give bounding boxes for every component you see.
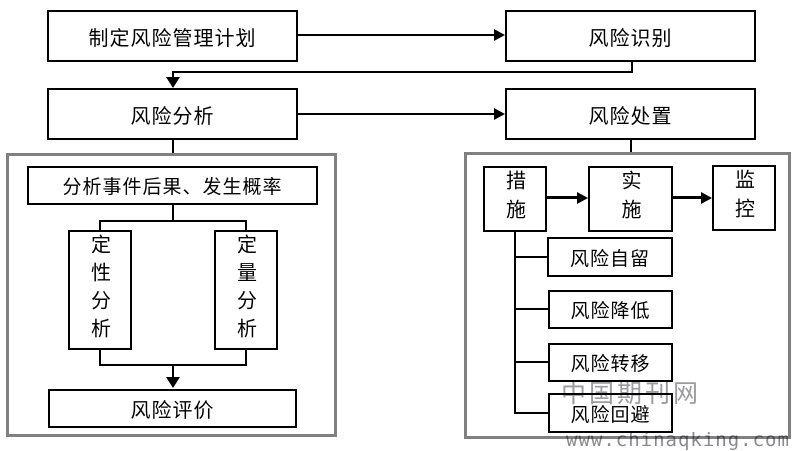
- node-avoid-label: 风险回避: [570, 403, 651, 426]
- connector-branch-reduce: [514, 308, 548, 310]
- node-analyze-label: 风险分析: [130, 103, 215, 128]
- node-treat-label: 风险处置: [588, 103, 673, 128]
- connector-implement-monitor: [673, 196, 702, 199]
- arrowhead-right-icon: [701, 192, 712, 204]
- connector-merge-stem: [172, 364, 174, 378]
- arrowhead-down-icon: [166, 377, 180, 388]
- node-implement-label: 实施: [618, 170, 642, 228]
- node-plan: 制定风险管理计划: [47, 10, 298, 62]
- node-reduce-label: 风险降低: [570, 300, 651, 322]
- node-reduce: 风险降低: [548, 290, 673, 329]
- node-monitor: 监控: [712, 165, 776, 231]
- arrowhead-down-icon: [166, 77, 180, 88]
- connector-plan-identify: [298, 34, 495, 36]
- arrowhead-right-icon: [494, 108, 505, 120]
- node-measures-label: 措施: [502, 170, 527, 228]
- connector-analyze-treat: [298, 113, 495, 115]
- node-consequence: 分析事件后果、发生概率: [27, 166, 318, 205]
- connector-measures-spine: [514, 232, 516, 414]
- node-evaluate: 风险评价: [48, 389, 297, 428]
- connector-quantitative-merge: [245, 350, 247, 366]
- connector-branch-right-drop: [245, 220, 247, 231]
- node-retain-label: 风险自留: [569, 247, 650, 270]
- node-implement: 实施: [588, 166, 673, 232]
- connector-branch-left-drop: [99, 220, 101, 231]
- node-plan-label: 制定风险管理计划: [88, 25, 257, 50]
- node-consequence-label: 分析事件后果、发生概率: [62, 176, 283, 198]
- node-treat: 风险处置: [505, 88, 756, 140]
- node-quantitative: 定量分析: [214, 230, 278, 350]
- node-analyze: 风险分析: [47, 88, 298, 140]
- arrowhead-right-icon: [494, 29, 505, 41]
- arrowhead-right-icon: [577, 192, 588, 204]
- node-measures: 措施: [483, 166, 547, 232]
- node-retain: 风险自留: [547, 237, 673, 277]
- node-transfer-label: 风险转移: [570, 353, 651, 375]
- node-monitor-label: 监控: [731, 169, 756, 227]
- connector-branch-avoid: [514, 412, 548, 414]
- connector-branch-transfer: [514, 361, 548, 363]
- node-qualitative-label: 定性分析: [87, 234, 112, 346]
- node-avoid: 风险回避: [548, 393, 673, 433]
- node-identify-label: 风险识别: [588, 25, 673, 50]
- node-quantitative-label: 定量分析: [233, 234, 258, 346]
- connector-identify-analyze-stub: [172, 71, 174, 79]
- connector-identify-analyze-drop: [631, 62, 633, 73]
- connector-consequence-branch-stem: [172, 205, 174, 222]
- connector-consequence-branch-run: [99, 220, 247, 222]
- node-qualitative: 定性分析: [68, 230, 132, 350]
- connector-treat-group: [630, 140, 632, 153]
- node-identify: 风险识别: [505, 10, 756, 62]
- node-transfer: 风险转移: [548, 343, 673, 382]
- connector-measures-implement: [547, 196, 578, 199]
- connector-qualitative-merge: [99, 350, 101, 366]
- connector-branch-retain: [514, 256, 547, 258]
- node-evaluate-label: 风险评价: [130, 398, 215, 422]
- connector-identify-analyze-run: [172, 71, 633, 73]
